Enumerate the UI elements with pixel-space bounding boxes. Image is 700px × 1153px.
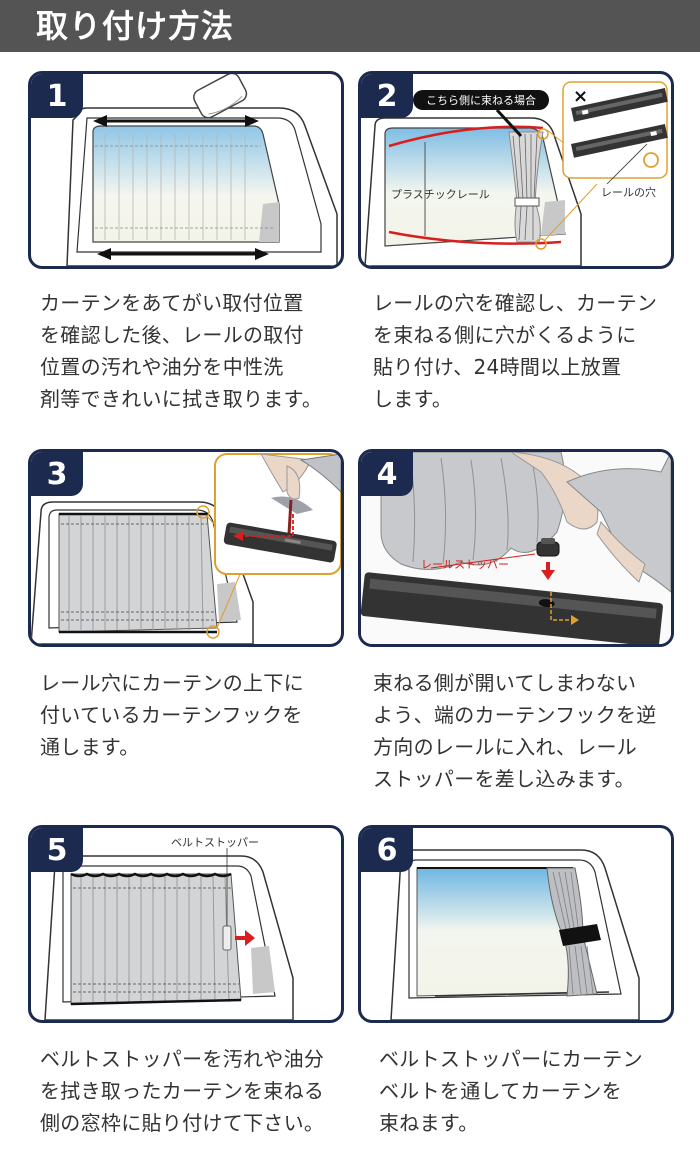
hole-label: レールの穴 (601, 185, 656, 199)
section-title: 取り付け方法 (36, 7, 235, 45)
belt-label: ベルトストッパー (171, 836, 259, 849)
caption-line: ベルトを通してカーテンを (379, 1079, 622, 1103)
caption-line: を確認した後、レールの取付 (40, 323, 304, 347)
step-4-caption: 束ねる側が開いてしまわない よう、端のカーテンフックを逆 方向のレールに入れ、レ… (373, 667, 685, 795)
step-6-panel: 6 (358, 825, 674, 1023)
step-5-panel: 5 ベルトストッパー (28, 825, 344, 1023)
caption-line: ベルトストッパーを汚れや油分 (40, 1047, 325, 1071)
section-header: 取り付け方法 (0, 0, 700, 52)
step-5-illustration: ベルトストッパー (44, 836, 294, 1020)
caption-line: 方向のレールに入れ、レール (373, 735, 638, 759)
wrong-mark: × (573, 86, 588, 107)
caption-line: 付いているカーテンフックを (40, 703, 303, 727)
step-2-badge: 2 (361, 74, 413, 118)
caption-line: ストッパーを差し込みます。 (373, 767, 635, 791)
callout-label: こちら側に束ねる場合 (426, 93, 536, 107)
caption-line: ベルトストッパーにカーテン (379, 1047, 643, 1071)
step-1-badge: 1 (31, 74, 83, 118)
step-5-caption: ベルトストッパーを汚れや油分 を拭き取ったカーテンを束ねる 側の窓枠に貼り付けて… (40, 1043, 352, 1139)
step-6-caption: ベルトストッパーにカーテン ベルトを通してカーテンを 束ねます。 (379, 1043, 691, 1139)
step-1-caption: カーテンをあてがい取付位置 を確認した後、レールの取付 位置の汚れや油分を中性洗… (40, 287, 352, 415)
caption-line: 側の窓枠に貼り付けて下さい。 (40, 1111, 325, 1135)
step-6-illustration (390, 849, 640, 1020)
caption-line: を束ねる側に穴がくるように (373, 323, 637, 347)
caption-line: 束ねる側が開いてしまわない (373, 671, 637, 695)
step-2-panel: 2 プラスチックレール こちら側に束ねる場合 × (358, 71, 674, 269)
step-4-illustration: レールストッパー (361, 452, 671, 644)
stopper-label: レールストッパー (421, 558, 509, 571)
caption-line: レール穴にカーテンの上下に (40, 671, 304, 695)
caption-line: カーテンをあてがい取付位置 (40, 291, 304, 315)
caption-line: 剤等できれいに拭き取ります。 (40, 387, 323, 411)
rail-label: プラスチックレール (391, 188, 490, 201)
step-6-badge: 6 (361, 828, 413, 872)
step-3-caption: レール穴にカーテンの上下に 付いているカーテンフックを 通します。 (40, 667, 352, 763)
caption-line: 位置の汚れや油分を中性洗 (40, 355, 284, 379)
step-4-badge: 4 (361, 452, 413, 496)
caption-line: を拭き取ったカーテンを束ねる (40, 1079, 325, 1103)
step-3-badge: 3 (31, 452, 83, 496)
caption-line: 束ねます。 (379, 1111, 479, 1135)
caption-line: よう、端のカーテンフックを逆 (373, 703, 657, 727)
step-3-illustration (31, 453, 341, 644)
caption-line: します。 (373, 387, 453, 411)
step-1-illustration (66, 74, 338, 266)
step-4-panel: 4 レールストッパー (358, 449, 674, 647)
caption-line: 通します。 (40, 735, 140, 759)
step-2-illustration: プラスチックレール こちら側に束ねる場合 × レールの穴 (364, 81, 668, 266)
step-1-panel: 1 (28, 71, 344, 269)
step-5-badge: 5 (31, 828, 83, 872)
caption-line: 貼り付け、24時間以上放置 (373, 355, 622, 379)
caption-line: レールの穴を確認し、カーテン (373, 291, 658, 315)
step-2-caption: レールの穴を確認し、カーテン を束ねる側に穴がくるように 貼り付け、24時間以上… (373, 287, 685, 415)
step-3-panel: 3 (28, 449, 344, 647)
